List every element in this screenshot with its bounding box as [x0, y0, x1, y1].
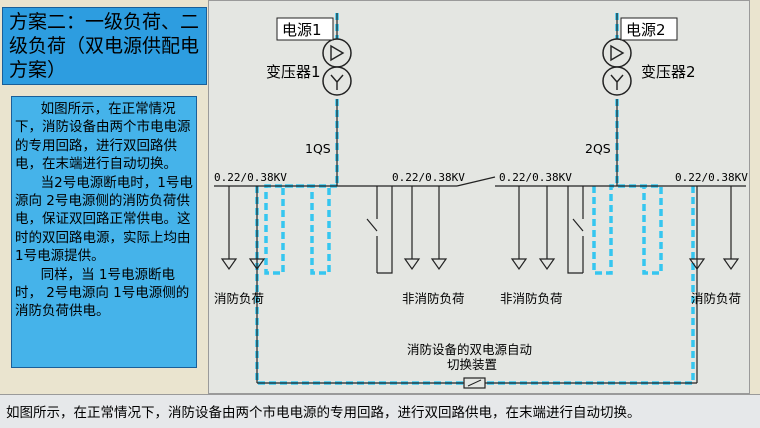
power-path-highlight	[255, 13, 695, 385]
nonfire-load-2-label: 非消防负荷	[500, 291, 563, 306]
nonfire-load-1-label: 非消防负荷	[402, 291, 465, 306]
caption-bar: 如图所示，在正常情况下，消防设备由两个市电电源的专用回路，进行双回路供电，在末端…	[0, 394, 760, 428]
source-1-label: 电源1	[282, 21, 322, 39]
fire-load-left-label: 消防负荷	[214, 291, 264, 306]
description-paragraph-3: 同样，当 1号电源断电时， 2号电源向 1号电源侧的消防负荷供电。	[15, 266, 190, 320]
transformer-2-label: 变压器2	[641, 63, 696, 81]
voltage-label-1: 0.22/0.38KV	[214, 171, 287, 184]
source-2-box	[620, 17, 678, 41]
description-paragraph-1: 如图所示，在正常情况下，消防设备由两个市电电源的专用回路，进行双回路供电，在末端…	[15, 101, 191, 173]
transfer-switch-contact	[467, 379, 482, 387]
fire-load-right-label: 消防负荷	[691, 291, 741, 306]
ats-label-line-1: 消防设备的双电源自动	[407, 342, 532, 357]
winding-marks	[330, 44, 625, 90]
source-2-label: 电源2	[626, 21, 666, 39]
source-1-box	[276, 17, 334, 41]
caption-text: 如图所示，在正常情况下，消防设备由两个市电电源的专用回路，进行双回路供电，在末端…	[6, 405, 641, 421]
switch-1qs-label: 1QS	[305, 141, 331, 156]
ground-symbols	[220, 258, 740, 271]
title-box: 方案二：一级负荷、二级负荷（双电源供配电方案）	[2, 7, 207, 85]
voltage-label-3: 0.22/0.38KV	[499, 171, 572, 184]
switch-2qs-label: 2QS	[585, 141, 611, 156]
voltage-label-4: 0.22/0.38KV	[675, 171, 748, 184]
wiring-diagram: 电源1 电源2 变压器1 变压器2 1QS 2QS 0.22/0.38KV 0.…	[208, 0, 750, 394]
voltage-label-2: 0.22/0.38KV	[392, 171, 465, 184]
transformer-2-symbol	[602, 38, 632, 96]
page-title: 方案二：一级负荷、二级负荷（双电源供配电方案）	[9, 11, 200, 81]
description-panel: 如图所示，在正常情况下，消防设备由两个市电电源的专用回路，进行双回路供电，在末端…	[11, 96, 197, 368]
description-paragraph-2: 当2号电源断电时，1号电源向 2号电源侧的消防负荷供电，保证双回路正常供电。这时…	[15, 174, 193, 265]
ats-label-line-2: 切换装置	[447, 357, 497, 372]
circuit-lines	[214, 13, 746, 384]
transformer-1-label: 变压器1	[266, 63, 321, 81]
